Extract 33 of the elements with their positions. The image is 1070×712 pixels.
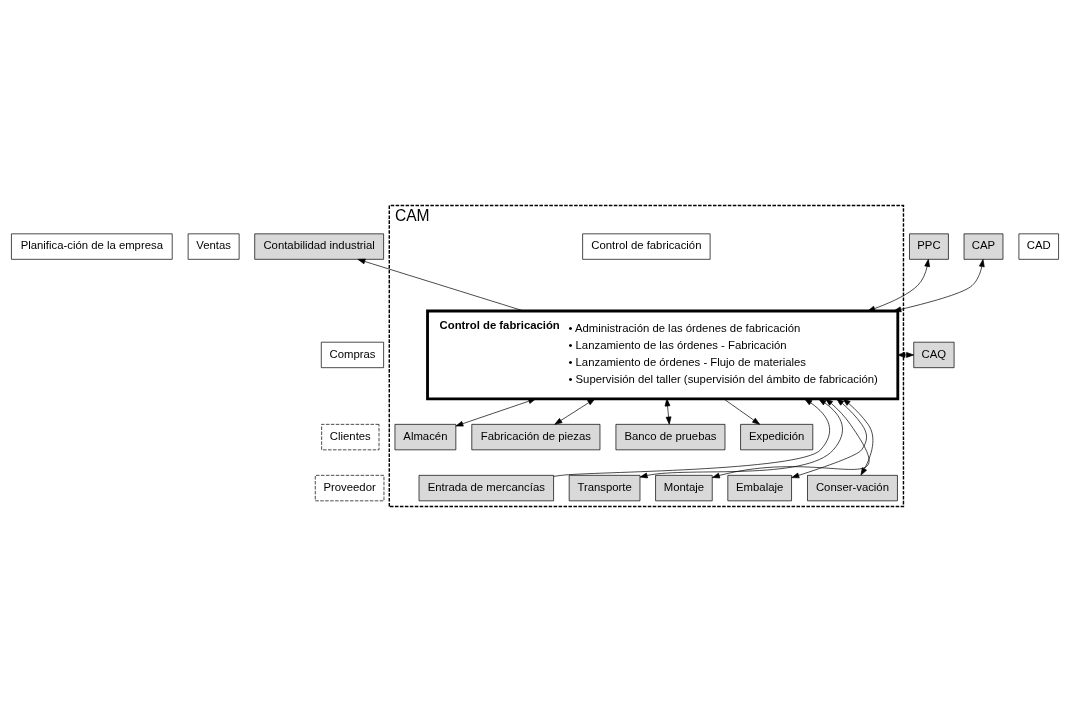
node-box: CAD bbox=[1018, 233, 1059, 260]
node-box: Embalaje bbox=[727, 475, 792, 502]
node-box: Control de fabricación bbox=[582, 233, 711, 260]
node-box: Almacén bbox=[394, 424, 457, 451]
node-box: Control de fabricación • Administración de las órdenes de fabricación • Lanzamiento de las órdenes - Fabricación • Lanzamiento de órdenes - Flujo de materiales • Supervisión del taller (supervisión del ámbito de fabricación) bbox=[426, 309, 900, 401]
arrow bbox=[455, 398, 537, 427]
arrow bbox=[893, 259, 985, 313]
node-box: Fabricación de piezas bbox=[471, 424, 601, 451]
node-box: Planifica-ción de la empresa bbox=[11, 233, 173, 260]
node-box: Proveedor bbox=[314, 475, 385, 502]
node-box: Clientes bbox=[321, 424, 380, 451]
arrow bbox=[357, 258, 525, 312]
node-box: Transporte bbox=[568, 475, 641, 502]
node-box: Expedición bbox=[740, 424, 814, 451]
arrow bbox=[723, 398, 760, 425]
node-box: Ventas bbox=[187, 233, 240, 260]
arrow bbox=[791, 398, 867, 479]
arrow bbox=[712, 398, 870, 479]
arrow bbox=[842, 398, 874, 476]
node-box: Compras bbox=[320, 341, 384, 369]
arrow bbox=[554, 398, 596, 425]
node-box: Entrada de mercancías bbox=[418, 475, 554, 502]
node-box: CAQ bbox=[913, 341, 955, 369]
node-box: PPC bbox=[909, 233, 949, 260]
node-box: Contabilidad industrial bbox=[254, 233, 384, 260]
arrow bbox=[867, 259, 930, 312]
arrow bbox=[664, 398, 672, 425]
node-box: Montaje bbox=[655, 475, 713, 502]
node-box: CAP bbox=[963, 233, 1004, 260]
node-box: Banco de pruebas bbox=[615, 424, 726, 451]
arrow bbox=[553, 398, 830, 477]
node-box: Conser-vación bbox=[807, 475, 898, 502]
arrow bbox=[639, 398, 843, 479]
